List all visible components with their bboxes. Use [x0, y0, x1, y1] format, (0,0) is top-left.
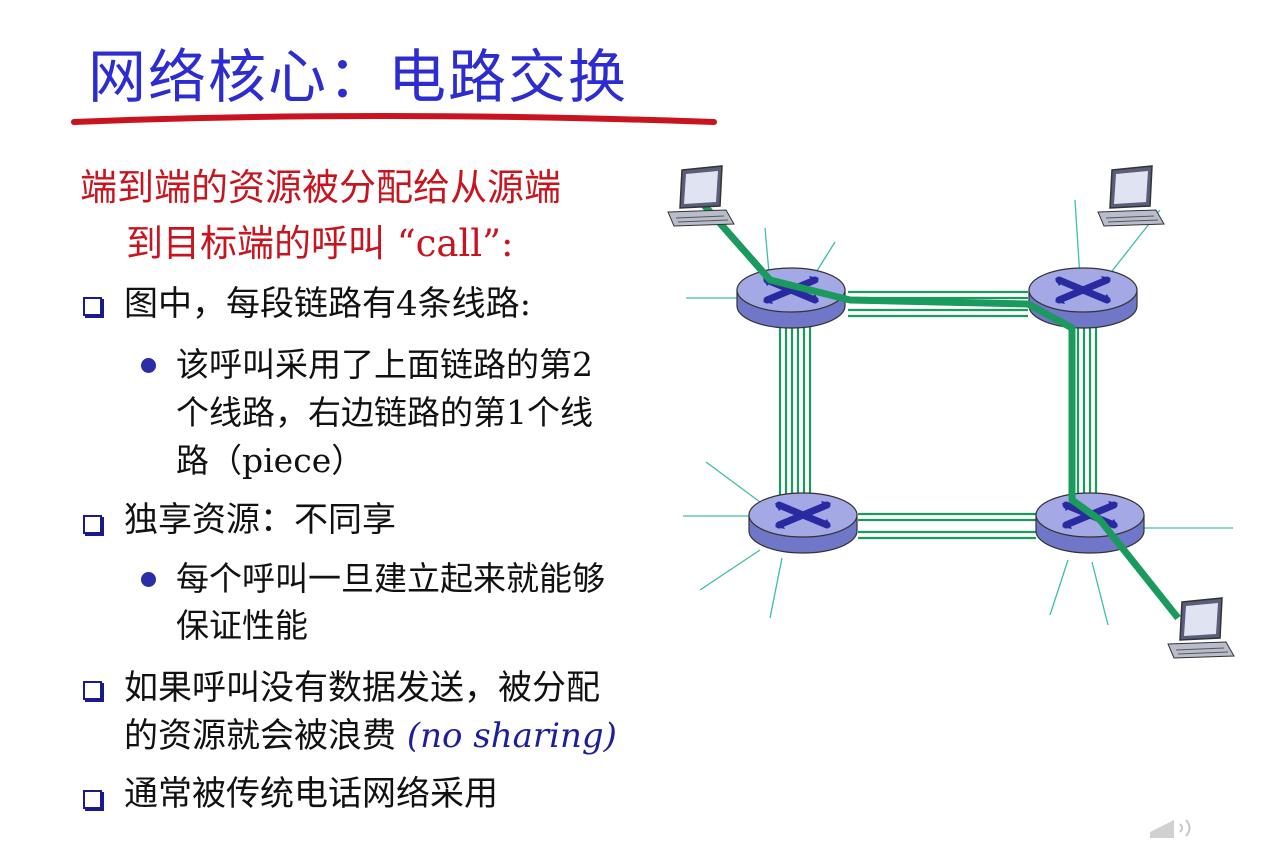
square-bullet-icon: [83, 790, 102, 809]
speaker-icon: [1150, 819, 1191, 838]
intro-line-1: 端到端的资源被分配给从源端: [80, 166, 561, 209]
dot-bullet-icon: [141, 572, 156, 587]
bullet-text: 图中，每段链路有4条线路:: [124, 284, 532, 324]
sub-bullet-line: 保证性能: [176, 606, 308, 645]
router-icon: [1036, 493, 1144, 553]
bullet-text: 通常被传统电话网络采用: [124, 774, 498, 814]
intro-text: 端到端的资源被分配给从源端 到目标端的呼叫 “call”:: [80, 160, 561, 272]
square-bullet-icon: [83, 515, 102, 534]
bullet-text-main: 的资源就会被浪费: [124, 716, 396, 756]
dot-bullet-icon: [141, 358, 156, 373]
computer-icon: [1167, 597, 1235, 659]
router-icon: [749, 493, 857, 553]
slide-title: 网络核心：电路交换: [88, 43, 629, 111]
square-bullet-icon: [83, 297, 102, 316]
square-bullet-icon: [83, 681, 102, 700]
no-sharing-note: (no sharing): [406, 716, 617, 756]
bullet-text: 的资源就会被浪费 (no sharing): [124, 710, 617, 762]
sub-bullet-line: 该呼叫采用了上面链路的第2: [176, 345, 593, 384]
bullet-text: 独享资源：不同享: [124, 500, 396, 540]
sub-bullet-line: 路（piece）: [176, 441, 365, 480]
title-underline: [71, 113, 717, 125]
bullet-text: 如果呼叫没有数据发送，被分配: [124, 668, 600, 708]
intro-line-2: 到目标端的呼叫 “call”:: [126, 222, 514, 265]
sub-bullet-line: 每个呼叫一旦建立起来就能够: [176, 559, 605, 598]
router-icon: [1029, 268, 1137, 328]
sub-bullet-line: 个线路，右边链路的第1个线: [176, 393, 593, 432]
computer-icon: [667, 165, 735, 227]
computer-icon: [1097, 165, 1165, 227]
